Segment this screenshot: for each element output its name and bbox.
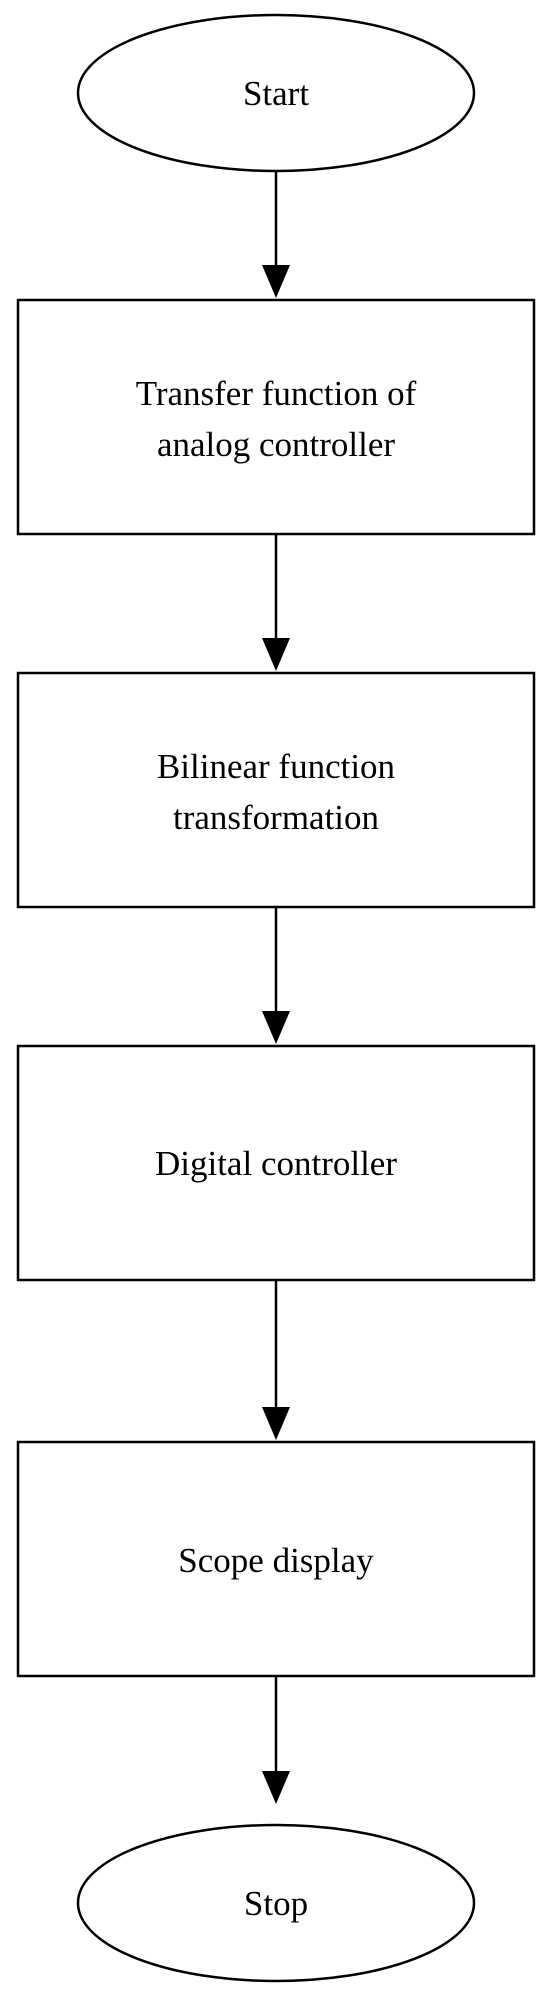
start-terminal: Start xyxy=(76,13,476,173)
arrow-start-to-step-1 xyxy=(262,171,290,298)
step-label-line-1: Digital controller xyxy=(155,1144,397,1183)
stop-terminal-shape xyxy=(76,1823,476,1983)
arrow-step-4-to-stop xyxy=(262,1676,290,1804)
arrowhead xyxy=(262,1771,290,1804)
step-label-line-2: transformation xyxy=(173,798,379,837)
step-label-line-1: Scope display xyxy=(178,1541,374,1580)
arrowhead xyxy=(262,1407,290,1440)
step-label-line-1: Transfer function of xyxy=(136,374,417,413)
step-transfer-function: Transfer function of analog controller xyxy=(16,298,536,536)
step-box xyxy=(16,298,536,536)
arrow-step-3-to-step-4 xyxy=(262,1280,290,1440)
arrowhead xyxy=(262,265,290,298)
arrow-step-2-to-step-3 xyxy=(262,907,290,1044)
arrow-step-1-to-step-2 xyxy=(262,534,290,671)
step-box xyxy=(16,671,536,909)
step-bilinear-transformation: Bilinear function transformation xyxy=(16,671,536,909)
stop-label: Stop xyxy=(244,1884,308,1923)
step-digital-controller: Digital controller xyxy=(16,1044,536,1282)
step-box xyxy=(16,1440,536,1678)
arrowhead xyxy=(262,1011,290,1044)
start-label: Start xyxy=(243,74,309,113)
arrowhead xyxy=(262,638,290,671)
stop-terminal: Stop xyxy=(76,1823,476,1983)
step-label-line-1: Bilinear function xyxy=(157,747,395,786)
step-scope-display: Scope display xyxy=(16,1440,536,1678)
step-label-line-2: analog controller xyxy=(157,425,395,464)
